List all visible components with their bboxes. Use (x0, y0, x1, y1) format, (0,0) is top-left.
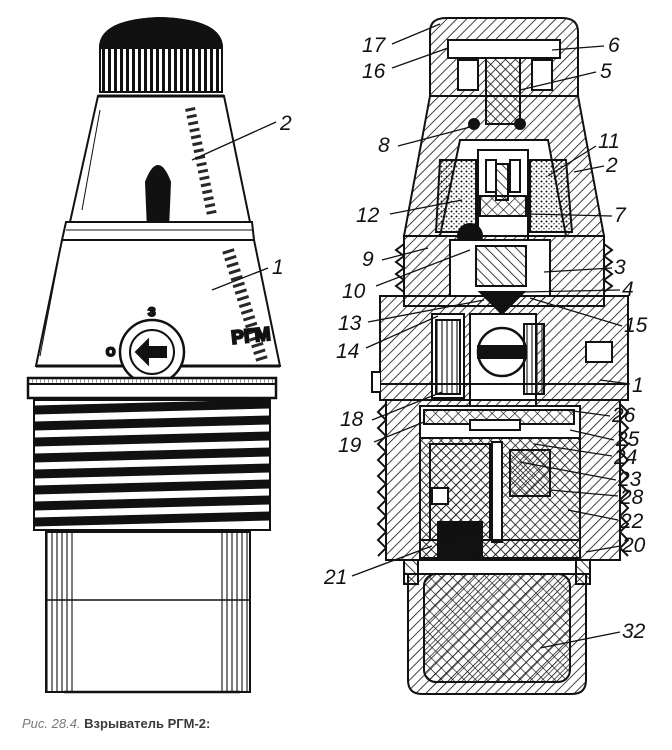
lower-cone: РГМ З О (34, 239, 282, 386)
label-17: 17 (362, 34, 387, 57)
caption-title: Взрыватель РГМ-2: (84, 716, 211, 731)
leader-lines (191, 23, 631, 649)
knurled-cap (99, 16, 223, 93)
section-labels: 17 16 6 5 8 11 2 12 7 9 3 10 4 13 15 14 … (323, 34, 648, 643)
label-21: 21 (323, 566, 347, 589)
body-marking: РГМ (230, 324, 271, 349)
label-16: 16 (362, 60, 386, 83)
label-22: 22 (619, 510, 644, 533)
label-13: 13 (338, 312, 362, 335)
label-9: 9 (362, 248, 374, 271)
label-7: 7 (614, 204, 627, 227)
label-8: 8 (378, 134, 390, 157)
label-10: 10 (342, 280, 366, 303)
fuze-diagram: РГМ З О (26, 16, 648, 695)
dial-marking-left: О (106, 345, 115, 359)
label-12: 12 (356, 204, 380, 227)
label-4: 4 (622, 278, 634, 301)
label-20: 20 (621, 534, 646, 557)
label-6: 6 (608, 34, 620, 57)
thread (33, 399, 271, 531)
label-5: 5 (600, 60, 612, 83)
label-2-left: 2 (279, 112, 292, 135)
external-view: РГМ З О (26, 16, 282, 694)
lower-body (45, 531, 251, 694)
label-18: 18 (340, 408, 364, 431)
label-28: 28 (619, 486, 644, 509)
middle-band (60, 221, 256, 241)
dial-marking-top: З (148, 305, 156, 319)
dial: З О (105, 304, 186, 386)
label-25: 25 (615, 428, 640, 451)
upper-cone (68, 94, 252, 231)
label-32: 32 (622, 620, 646, 643)
label-23: 23 (617, 468, 642, 491)
label-2: 2 (605, 154, 618, 177)
label-14: 14 (336, 340, 359, 363)
label-1-left: 1 (272, 256, 284, 279)
label-11: 11 (598, 130, 620, 153)
label-3: 3 (614, 256, 626, 279)
external-labels: 2 1 (272, 112, 292, 279)
section-view (371, 17, 630, 695)
label-15: 15 (624, 314, 648, 337)
caption-prefix: Рис. 28.4. (22, 716, 81, 731)
label-26: 26 (611, 404, 636, 427)
label-1: 1 (632, 374, 644, 397)
figure-caption: Рис. 28.4. Взрыватель РГМ-2: (22, 713, 652, 735)
label-24: 24 (613, 446, 637, 469)
flange (26, 376, 278, 400)
label-19: 19 (338, 434, 362, 457)
